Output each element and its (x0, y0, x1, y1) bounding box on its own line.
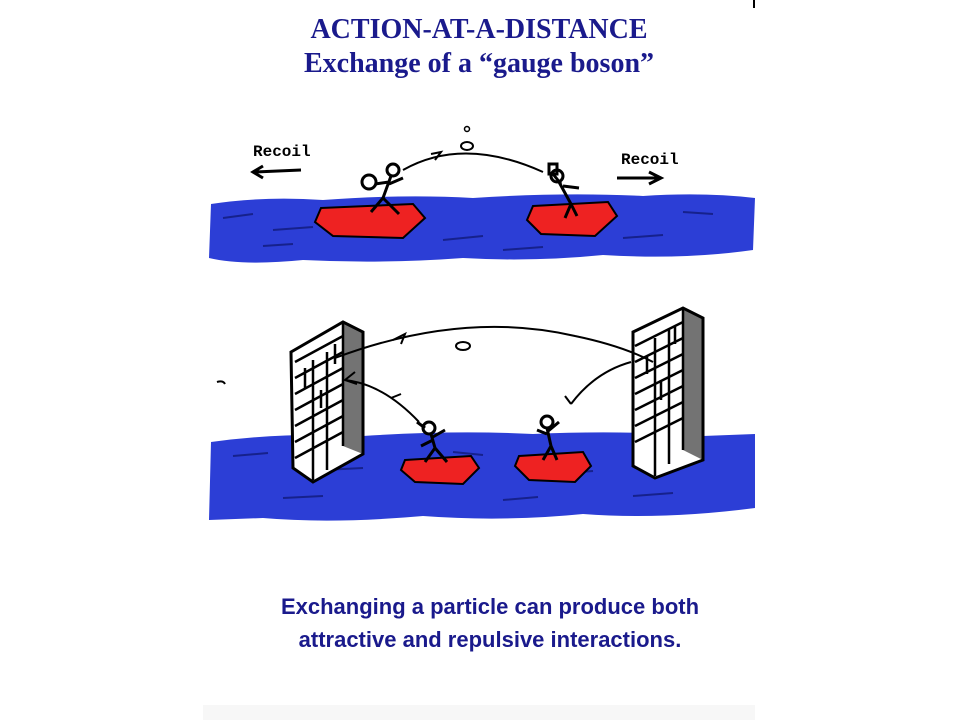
right-boat (525, 200, 619, 238)
title-block: ACTION-AT-A-DISTANCE Exchange of a “gaug… (205, 0, 753, 100)
top-scene: Recoil Recoil (209, 125, 755, 263)
slide-title: ACTION-AT-A-DISTANCE (310, 14, 648, 45)
bottom-boson (455, 341, 471, 351)
right-wall (631, 306, 705, 480)
left-person (360, 162, 404, 216)
attract-left-person (416, 420, 449, 463)
caption: Exchanging a particle can produce both a… (200, 590, 780, 656)
wall-bounce-right (570, 361, 632, 405)
bottom-boson-path-high (334, 325, 654, 363)
recoil-right-label: Recoil (621, 151, 679, 169)
bottom-scene (209, 306, 755, 521)
attract-right-person (536, 414, 560, 461)
recoil-left-arrow (250, 164, 302, 180)
caption-line-2: attractive and repulsive interactions. (298, 627, 682, 652)
recoil-right-arrow (617, 170, 665, 186)
left-boat (313, 202, 427, 240)
gauge-boson-illustration: Recoil Recoil (203, 100, 755, 542)
top-boson (460, 141, 474, 151)
right-person (547, 162, 580, 219)
attract-right-boat (513, 450, 593, 484)
bottom-strip (203, 705, 755, 720)
wall-bounce-left (344, 379, 420, 423)
left-wall (289, 320, 365, 484)
attract-left-boat (399, 454, 481, 486)
recoil-left-label: Recoil (253, 143, 311, 161)
top-boson-path (402, 152, 544, 173)
corner-mark (752, 0, 755, 8)
caption-line-1: Exchanging a particle can produce both (280, 594, 700, 619)
slide-subtitle: Exchange of a “gauge boson” (303, 48, 655, 79)
